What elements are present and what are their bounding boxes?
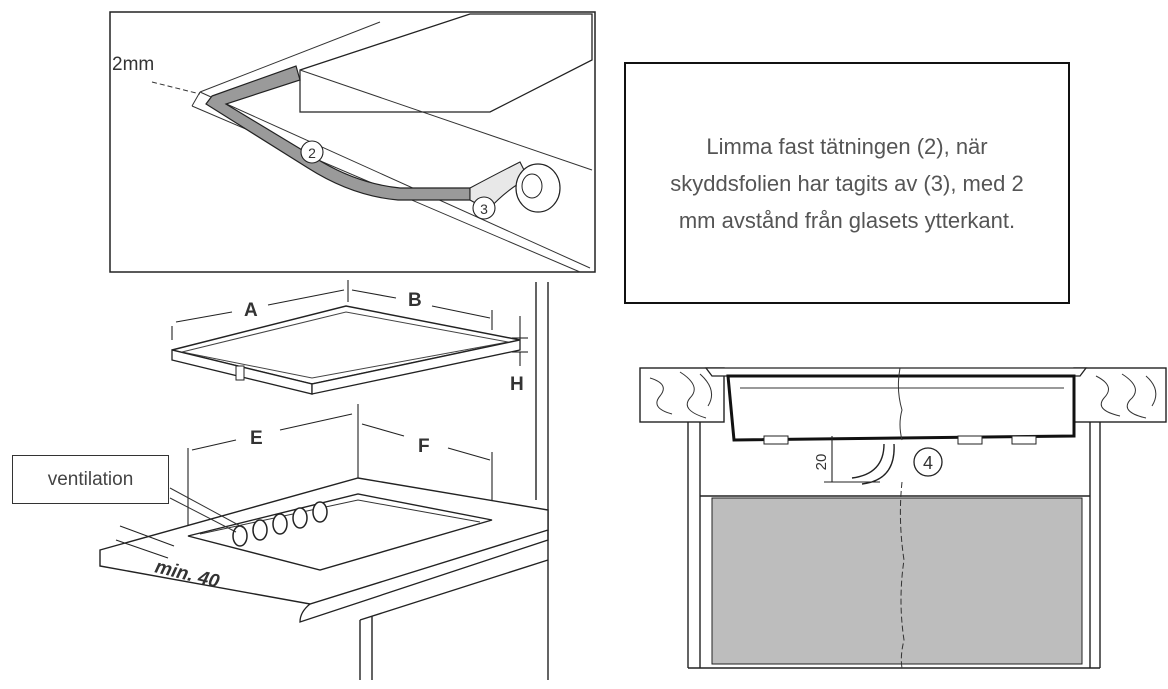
hob-side-line <box>299 69 593 171</box>
hob-clip <box>235 365 245 381</box>
dim-f-label: F <box>418 436 430 457</box>
min-dim-line-1 <box>119 525 175 547</box>
dim-e-line-right <box>279 413 353 431</box>
dim-e-line-left <box>191 439 237 451</box>
section-gap-label: 20 <box>813 454 830 471</box>
dim-e-label: E <box>250 428 263 449</box>
section-drawer <box>711 497 1083 665</box>
dim-b-line-right <box>431 305 491 319</box>
ventilation-label-box: ventilation <box>12 455 169 504</box>
cutout-diagram: A B H E F <box>99 280 549 680</box>
glass-corner-edge <box>191 91 201 107</box>
countertop-edge <box>299 530 549 623</box>
glass-front-edge <box>199 91 591 269</box>
seal-callout: 2 <box>308 145 316 161</box>
dim-a-line-left <box>175 311 233 323</box>
dim-h-label: H <box>510 374 524 395</box>
airflow-arrow-1 <box>851 443 885 479</box>
airflow-callout: 4 <box>923 453 933 473</box>
min-dim-line-2 <box>115 539 169 559</box>
ventilation-label: ventilation <box>47 468 134 490</box>
section-glass <box>704 367 1088 377</box>
section-foot-mid <box>957 435 983 445</box>
seal-gasket-strip <box>205 65 471 201</box>
worktop-left <box>639 367 725 423</box>
film-roll-core <box>521 173 543 199</box>
section-view: 20 4 <box>639 367 1167 669</box>
seal-detail-panel: 2mm 2 3 <box>109 11 596 273</box>
dim-a-label: A <box>244 300 258 321</box>
section-foot-left <box>763 435 789 445</box>
airflow-arrow-2 <box>861 443 895 485</box>
film-callout: 3 <box>480 201 488 217</box>
airflow-callout-circle <box>913 447 943 477</box>
instruction-box: Limma fast tätningen (2), när skyddsfoli… <box>624 62 1070 304</box>
dim-f-line-right <box>447 447 491 461</box>
cabinet-top-edge <box>359 559 549 621</box>
section-drawer-break <box>899 481 905 669</box>
dim-f-line-left <box>361 423 405 437</box>
section-foot-right <box>1011 435 1037 445</box>
worktop-left-grain <box>649 371 713 419</box>
ventilation-holes <box>232 501 328 547</box>
gap-leader-line <box>151 81 201 95</box>
gap-label: 2mm <box>112 54 154 75</box>
section-break-line <box>897 367 903 441</box>
ventilation-leader <box>169 487 245 529</box>
dim-a-line-right <box>267 289 345 306</box>
hob-plate-side <box>311 339 521 395</box>
worktop-right-grain <box>1095 373 1157 419</box>
cutout-inner-edge <box>199 499 481 535</box>
glass-back-edge <box>199 21 381 93</box>
instruction-text: Limma fast tätningen (2), när skyddsfoli… <box>670 133 1024 233</box>
film-callout-circle <box>472 196 496 220</box>
dim-b-line-left <box>351 289 397 299</box>
ventilation-leader-2 <box>169 497 237 533</box>
seal-callout-circle <box>300 140 324 164</box>
worktop-right <box>1073 367 1167 423</box>
dim-b-label: B <box>408 290 422 311</box>
